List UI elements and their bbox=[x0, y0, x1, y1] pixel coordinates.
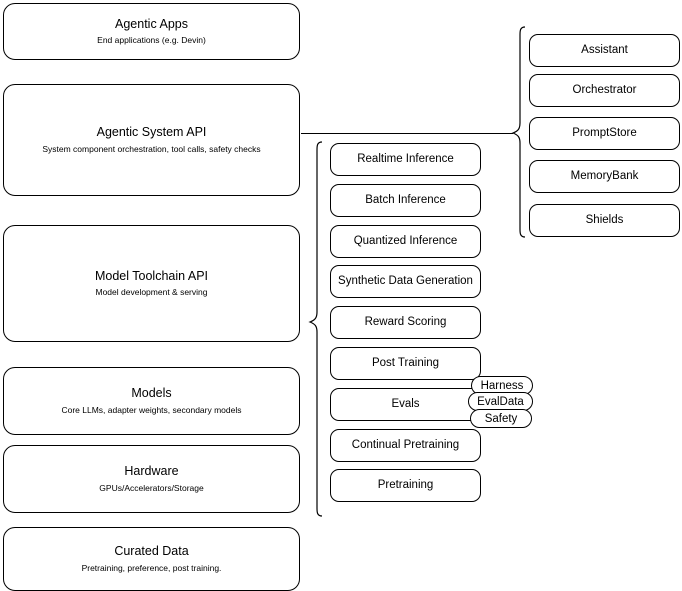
layer-subtitle: GPUs/Accelerators/Storage bbox=[99, 482, 204, 493]
layer-box-curated-data[interactable]: Curated Data Pretraining, preference, po… bbox=[3, 527, 300, 591]
capability-label: Batch Inference bbox=[365, 194, 446, 207]
capability-label: Reward Scoring bbox=[364, 316, 447, 329]
layer-subtitle: System component orchestration, tool cal… bbox=[42, 143, 261, 154]
bracket-toolchain-capabilities bbox=[308, 140, 324, 520]
capability-label: Pretraining bbox=[377, 479, 434, 492]
layer-title: Agentic Apps bbox=[115, 16, 188, 31]
component-box-orchestrator[interactable]: Orchestrator bbox=[529, 74, 680, 107]
capability-box-reward-scoring[interactable]: Reward Scoring bbox=[330, 306, 481, 339]
component-label: Assistant bbox=[581, 44, 628, 57]
connector-agentic-system-api-to-components bbox=[301, 133, 513, 134]
layer-title: Agentic System API bbox=[96, 125, 207, 140]
layer-box-agentic-system-api[interactable]: Agentic System API System component orch… bbox=[3, 84, 300, 196]
component-box-memorybank[interactable]: MemoryBank bbox=[529, 160, 680, 193]
component-label: MemoryBank bbox=[570, 170, 639, 183]
capability-label: Post Training bbox=[371, 357, 440, 370]
layer-title: Hardware bbox=[124, 464, 179, 479]
eval-pill-safety[interactable]: Safety bbox=[470, 409, 532, 428]
capability-box-realtime-inference[interactable]: Realtime Inference bbox=[330, 143, 481, 176]
capability-label: Realtime Inference bbox=[357, 153, 454, 166]
capability-label: Quantized Inference bbox=[353, 235, 458, 248]
layer-title: Curated Data bbox=[114, 544, 189, 559]
layer-subtitle: Pretraining, preference, post training. bbox=[81, 562, 222, 573]
bracket-agentic-components bbox=[511, 25, 527, 241]
layer-box-hardware[interactable]: Hardware GPUs/Accelerators/Storage bbox=[3, 445, 300, 513]
component-label: PromptStore bbox=[572, 127, 637, 140]
capability-label: Continual Pretraining bbox=[351, 439, 460, 452]
component-label: Orchestrator bbox=[572, 84, 637, 97]
component-box-shields[interactable]: Shields bbox=[529, 204, 680, 237]
capability-box-batch-inference[interactable]: Batch Inference bbox=[330, 184, 481, 217]
layer-subtitle: Core LLMs, adapter weights, secondary mo… bbox=[61, 404, 242, 415]
layer-box-models[interactable]: Models Core LLMs, adapter weights, secon… bbox=[3, 367, 300, 435]
capability-box-continual-pretraining[interactable]: Continual Pretraining bbox=[330, 429, 481, 462]
layer-box-model-toolchain-api[interactable]: Model Toolchain API Model development & … bbox=[3, 225, 300, 342]
component-label: Shields bbox=[585, 214, 624, 227]
capability-label: Evals bbox=[391, 398, 420, 411]
capability-box-synthetic-data-generation[interactable]: Synthetic Data Generation bbox=[330, 265, 481, 298]
component-box-assistant[interactable]: Assistant bbox=[529, 34, 680, 67]
capability-label: Synthetic Data Generation bbox=[338, 275, 473, 288]
eval-pill-evaldata[interactable]: EvalData bbox=[468, 392, 533, 411]
capability-box-quantized-inference[interactable]: Quantized Inference bbox=[330, 225, 481, 258]
layer-box-agentic-apps[interactable]: Agentic Apps End applications (e.g. Devi… bbox=[3, 3, 300, 60]
capability-box-post-training[interactable]: Post Training bbox=[330, 347, 481, 380]
layer-title: Model Toolchain API bbox=[94, 268, 209, 283]
layer-title: Models bbox=[131, 386, 172, 401]
layer-subtitle: End applications (e.g. Devin) bbox=[97, 35, 206, 46]
capability-box-evals[interactable]: Evals bbox=[330, 388, 481, 421]
capability-box-pretraining[interactable]: Pretraining bbox=[330, 469, 481, 502]
layer-subtitle: Model development & serving bbox=[95, 287, 208, 298]
component-box-promptstore[interactable]: PromptStore bbox=[529, 117, 680, 150]
